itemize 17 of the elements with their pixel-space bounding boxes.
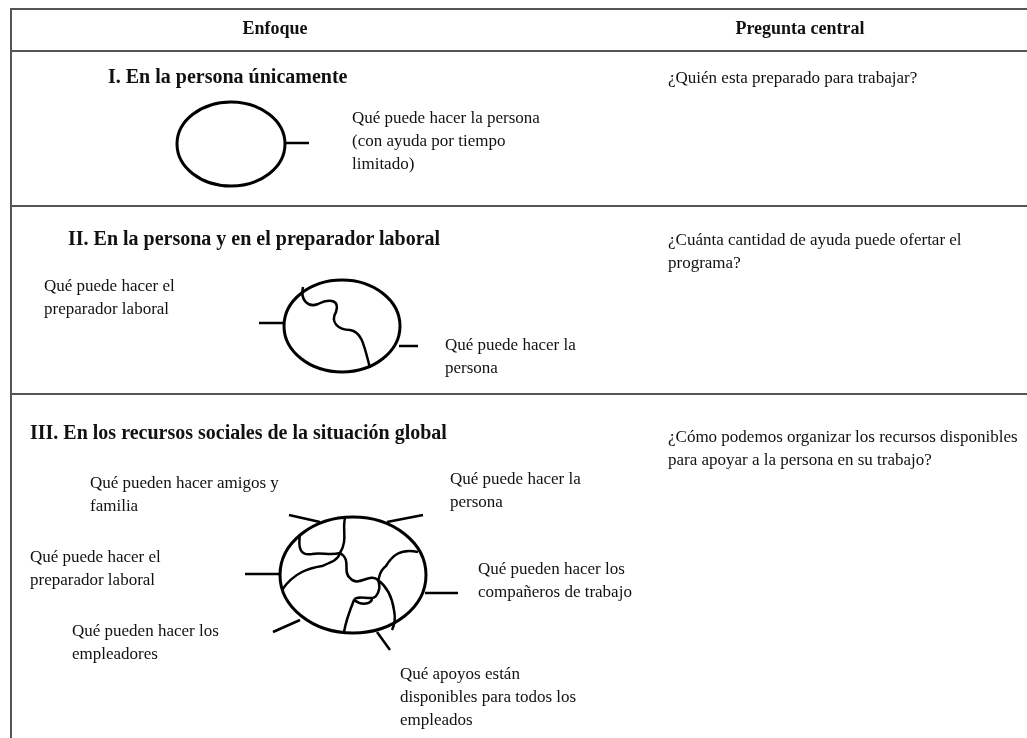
caption-text: Qué puede hacer la persona: [445, 334, 577, 379]
section-heading: II. En la persona y en el preparador laboral: [68, 226, 441, 250]
caption-text: Qué pueden hacer los compañeros de trabajo: [478, 558, 633, 603]
question-text: ¿Cómo podemos organizar los recursos disponibles para apoyar a la persona en su trabajo?: [668, 426, 1019, 471]
question-text: ¿Quién esta preparado para trabajar?: [668, 67, 919, 89]
caption-text: Qué apoyos están disponibles para todos los empleados: [400, 663, 578, 731]
caption-text: Qué pueden hacer los empleadores: [72, 620, 220, 665]
column-header: Pregunta central: [734, 17, 866, 40]
caption-text: Qué puede hacer la persona (con ayuda por tiempo limitado): [352, 107, 541, 175]
column-header: Enfoque: [241, 17, 309, 40]
caption-text: Qué puede hacer el preparador laboral: [44, 275, 176, 320]
caption-text: Qué puede hacer la persona: [450, 468, 582, 513]
caption-text: Qué puede hacer el preparador laboral: [30, 546, 162, 591]
caption-text: Qué pueden hacer amigos y familia: [90, 472, 280, 517]
question-text: ¿Cuánta cantidad de ayuda puede ofertar el programa?: [668, 229, 963, 274]
section-heading: I. En la persona únicamente: [108, 64, 348, 88]
section-heading: III. En los recursos sociales de la situación global: [30, 420, 447, 444]
